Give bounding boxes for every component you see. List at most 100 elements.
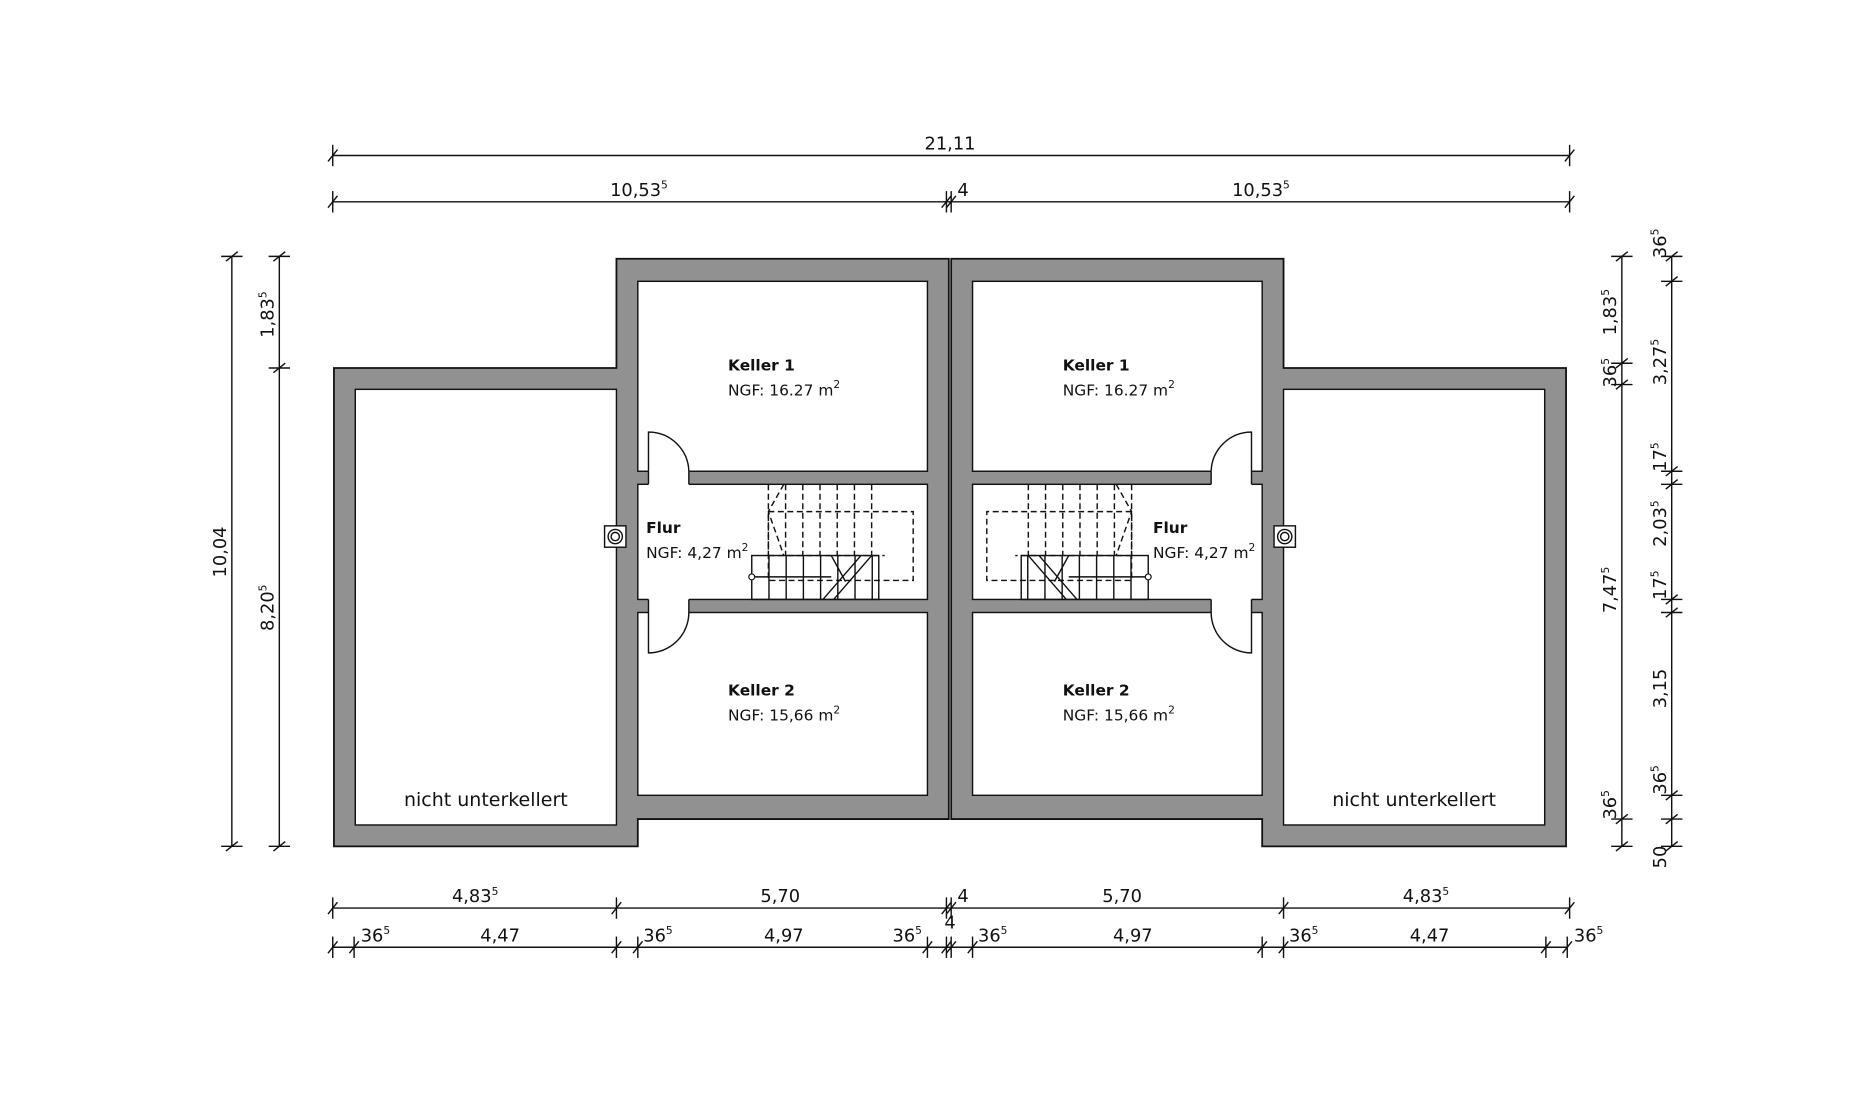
area-value: NGF: 16.27 m bbox=[1063, 381, 1168, 399]
dim-value: 36 bbox=[893, 925, 916, 946]
dimension-label: 10,535 bbox=[1232, 179, 1290, 201]
dimension-label: 365 bbox=[1649, 765, 1671, 794]
room-flur bbox=[637, 483, 929, 601]
door-swing-top bbox=[1210, 431, 1253, 472]
dim-value-superscript: 5 bbox=[1649, 442, 1662, 449]
area-unit-superscript: 2 bbox=[1168, 703, 1175, 716]
room-keller-1 bbox=[637, 280, 929, 472]
dimension-label: 4,97 bbox=[1113, 925, 1153, 946]
dim-value-superscript: 5 bbox=[1001, 924, 1008, 937]
area-unit-superscript: 2 bbox=[1249, 541, 1256, 554]
dim-value: 36 bbox=[1600, 365, 1621, 388]
dim-value-superscript: 5 bbox=[661, 179, 668, 192]
dim-value: 5,70 bbox=[760, 886, 800, 907]
area-unit-superscript: 2 bbox=[833, 703, 840, 716]
dim-value-superscript: 5 bbox=[256, 585, 269, 592]
area-unit-superscript: 2 bbox=[833, 378, 840, 391]
dim-value: 36 bbox=[1650, 235, 1671, 258]
dimension-label: 3,15 bbox=[1650, 669, 1671, 709]
room-wing bbox=[1282, 388, 1546, 826]
dimension-label: 365 bbox=[1599, 790, 1621, 819]
room-keller-1 bbox=[971, 280, 1263, 472]
dim-value: 5,70 bbox=[1102, 886, 1142, 907]
dim-value: 1,83 bbox=[257, 298, 278, 338]
dimension-label: 1,835 bbox=[1599, 289, 1621, 335]
dimension-label: 5,70 bbox=[760, 886, 800, 907]
dim-value-superscript: 5 bbox=[1649, 500, 1662, 507]
dimension-label: 4,47 bbox=[480, 925, 520, 946]
dimension-label-total-depth: 10,04 bbox=[210, 526, 231, 577]
dim-value: 17 bbox=[1650, 577, 1671, 600]
room-label-keller-2-left-area: NGF: 15,66 m2 bbox=[728, 703, 840, 724]
dimension-label: 365 bbox=[643, 924, 672, 946]
dim-value: 4 bbox=[944, 912, 955, 933]
dimension-label: 4,835 bbox=[452, 885, 498, 907]
dim-value-superscript: 5 bbox=[1283, 179, 1290, 192]
door-opening-bottom bbox=[1211, 595, 1252, 617]
dimension-label: 175 bbox=[1649, 442, 1671, 471]
dimension-label: 10,535 bbox=[610, 179, 668, 201]
door-swing-top bbox=[647, 431, 690, 472]
dimension-label: 7,475 bbox=[1599, 567, 1621, 613]
room-label-keller-1-right-area: NGF: 16.27 m2 bbox=[1063, 378, 1175, 399]
room-label-wing-right: nicht unterkellert bbox=[1332, 789, 1496, 811]
room-flur bbox=[971, 483, 1263, 601]
door-swing-bottom bbox=[1210, 612, 1253, 654]
staircase bbox=[986, 483, 1152, 601]
room-wing bbox=[354, 388, 618, 826]
dim-value-superscript: 5 bbox=[1649, 339, 1662, 346]
dim-value-superscript: 5 bbox=[1649, 570, 1662, 577]
dimension-label: 50 bbox=[1650, 846, 1671, 869]
dim-value: 4,97 bbox=[1113, 925, 1153, 946]
room-label-keller-1-left-name: Keller 1 bbox=[728, 356, 795, 374]
room-keller-2 bbox=[971, 611, 1263, 797]
dim-value: 7,47 bbox=[1600, 574, 1621, 614]
door-opening-bottom bbox=[648, 595, 689, 617]
dim-value: 21,11 bbox=[925, 134, 976, 155]
room-label-keller-2-right-name: Keller 2 bbox=[1063, 682, 1130, 700]
door-opening-top bbox=[1211, 468, 1252, 488]
dim-value: 36 bbox=[1289, 925, 1312, 946]
dim-value: 36 bbox=[643, 925, 666, 946]
dim-value: 17 bbox=[1650, 449, 1671, 472]
area-unit-superscript: 2 bbox=[1168, 378, 1175, 391]
dimension-label: 365 bbox=[1574, 924, 1603, 946]
room-label-flur-right-name: Flur bbox=[1153, 519, 1188, 537]
dimension-label: 4 bbox=[957, 886, 968, 907]
dim-value: 4,97 bbox=[764, 925, 804, 946]
dim-value: 36 bbox=[1574, 925, 1597, 946]
room-label-flur-left-area: NGF: 4,27 m2 bbox=[646, 541, 748, 562]
chimney-icon bbox=[603, 525, 627, 548]
dim-value: 10,04 bbox=[210, 526, 231, 577]
door-swing-bottom bbox=[647, 612, 690, 654]
dimension-label: 365 bbox=[978, 924, 1007, 946]
dim-value: 3,15 bbox=[1650, 669, 1671, 709]
dim-value: 4,83 bbox=[1403, 886, 1443, 907]
dim-value: 36 bbox=[1650, 772, 1671, 795]
area-unit-superscript: 2 bbox=[742, 541, 749, 554]
dim-value-superscript: 5 bbox=[1599, 358, 1612, 365]
dimension-label: 365 bbox=[1289, 924, 1318, 946]
dim-value: 4 bbox=[957, 886, 968, 907]
dim-value-superscript: 5 bbox=[492, 885, 499, 898]
dim-value-superscript: 5 bbox=[1599, 790, 1612, 797]
dim-value-superscript: 5 bbox=[1649, 229, 1662, 236]
room-keller-2 bbox=[637, 611, 929, 797]
dim-value-superscript: 5 bbox=[256, 291, 269, 298]
dim-value: 3,27 bbox=[1650, 346, 1671, 386]
dimension-label: 365 bbox=[1649, 229, 1671, 258]
dimension-label: 4,835 bbox=[1403, 885, 1449, 907]
dim-value: 10,53 bbox=[610, 180, 661, 201]
dim-value: 4,47 bbox=[480, 925, 520, 946]
dimension-label: 1,835 bbox=[256, 291, 278, 337]
door-opening-top bbox=[648, 468, 689, 488]
dim-value: 36 bbox=[978, 925, 1001, 946]
dim-value-superscript: 5 bbox=[1597, 924, 1604, 937]
room-label-keller-2-left-name: Keller 2 bbox=[728, 682, 795, 700]
room-label-keller-1-right-name: Keller 1 bbox=[1063, 356, 1130, 374]
dim-value: 4 bbox=[957, 180, 968, 201]
dim-value-superscript: 5 bbox=[915, 924, 922, 937]
dim-value: 50 bbox=[1650, 846, 1671, 869]
dim-value-superscript: 5 bbox=[383, 924, 390, 937]
